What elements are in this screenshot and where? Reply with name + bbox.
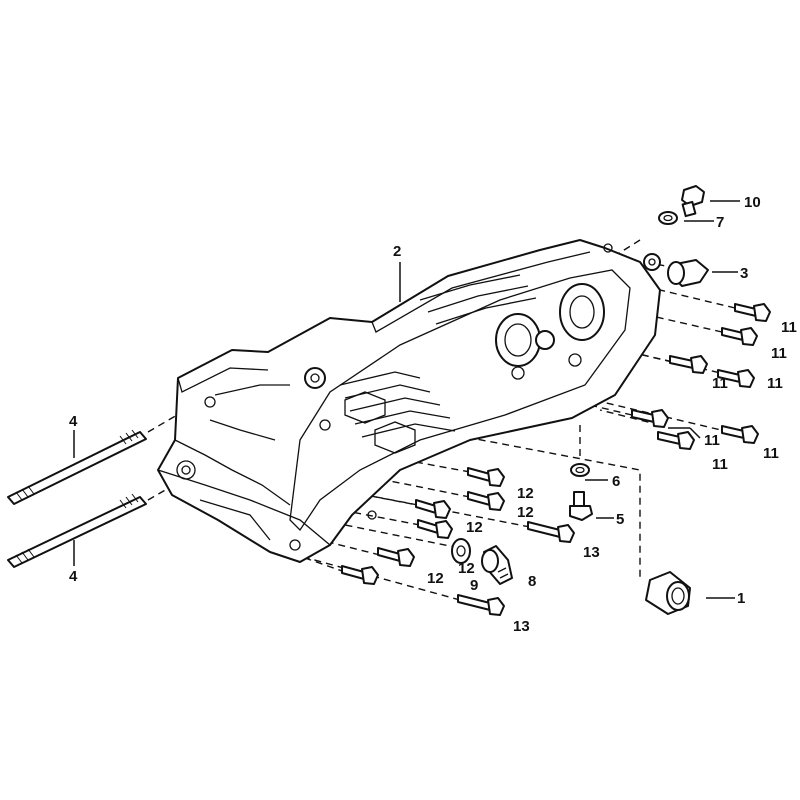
callout-11-f: 11 <box>712 456 728 473</box>
washer-6 <box>570 463 590 477</box>
callout-3: 3 <box>740 265 748 282</box>
callout-13-b: 13 <box>513 618 530 635</box>
leader-lines <box>73 200 740 599</box>
bolt-11-c <box>669 355 708 374</box>
callout-12-e: 12 <box>427 570 444 587</box>
callout-13-a: 13 <box>583 544 600 561</box>
plug-8 <box>481 545 513 585</box>
callout-7: 7 <box>716 214 724 231</box>
bolt-11-a <box>734 303 771 322</box>
bolt-13-a <box>527 521 575 543</box>
callout-12-d: 12 <box>458 560 475 577</box>
crankcase-half <box>157 239 661 563</box>
sealing-washer-top <box>658 211 678 225</box>
callout-1: 1 <box>737 590 745 607</box>
callout-12-a: 12 <box>517 485 534 502</box>
stud-lower <box>7 493 147 568</box>
callout-2: 2 <box>393 243 401 260</box>
callout-12-c: 12 <box>466 519 483 536</box>
callout-11-d: 11 <box>767 375 783 392</box>
callout-12-b: 12 <box>517 504 534 521</box>
dowel-bushing <box>645 571 691 615</box>
bolt-12-c <box>415 499 451 519</box>
bolt-12-e <box>377 547 415 567</box>
bolt-12-d <box>417 519 453 539</box>
callout-11-c: 11 <box>712 375 728 392</box>
drain-plug <box>681 185 705 218</box>
bolt-5 <box>569 491 593 521</box>
bolt-12-b <box>467 491 505 511</box>
bolt-11-e <box>631 409 669 428</box>
callout-9: 9 <box>470 577 478 594</box>
stud-upper <box>7 429 147 505</box>
callout-labels: 2 10 7 3 11 11 11 11 11 11 11 4 4 6 5 12… <box>69 194 797 635</box>
callout-11-b: 11 <box>771 345 787 362</box>
bolt-12-f <box>341 565 379 585</box>
callout-4-upper: 4 <box>69 413 78 430</box>
bolt-12-a <box>467 467 505 487</box>
callout-11-e: 11 <box>704 432 720 449</box>
callout-11-a: 11 <box>781 319 797 336</box>
bolt-11-b <box>721 327 758 346</box>
dowel-sleeve <box>667 259 709 287</box>
bolt-11-f <box>657 431 695 450</box>
washer-9 <box>451 538 471 564</box>
bolt-11-d <box>717 369 755 388</box>
callout-11-g: 11 <box>763 445 779 462</box>
callout-6: 6 <box>612 473 620 490</box>
callout-8: 8 <box>528 573 536 590</box>
bolt-11-g <box>721 425 759 444</box>
callout-5: 5 <box>616 511 624 528</box>
callout-10: 10 <box>744 194 761 211</box>
callout-4-lower: 4 <box>69 568 78 585</box>
bolt-13-b <box>457 594 505 616</box>
